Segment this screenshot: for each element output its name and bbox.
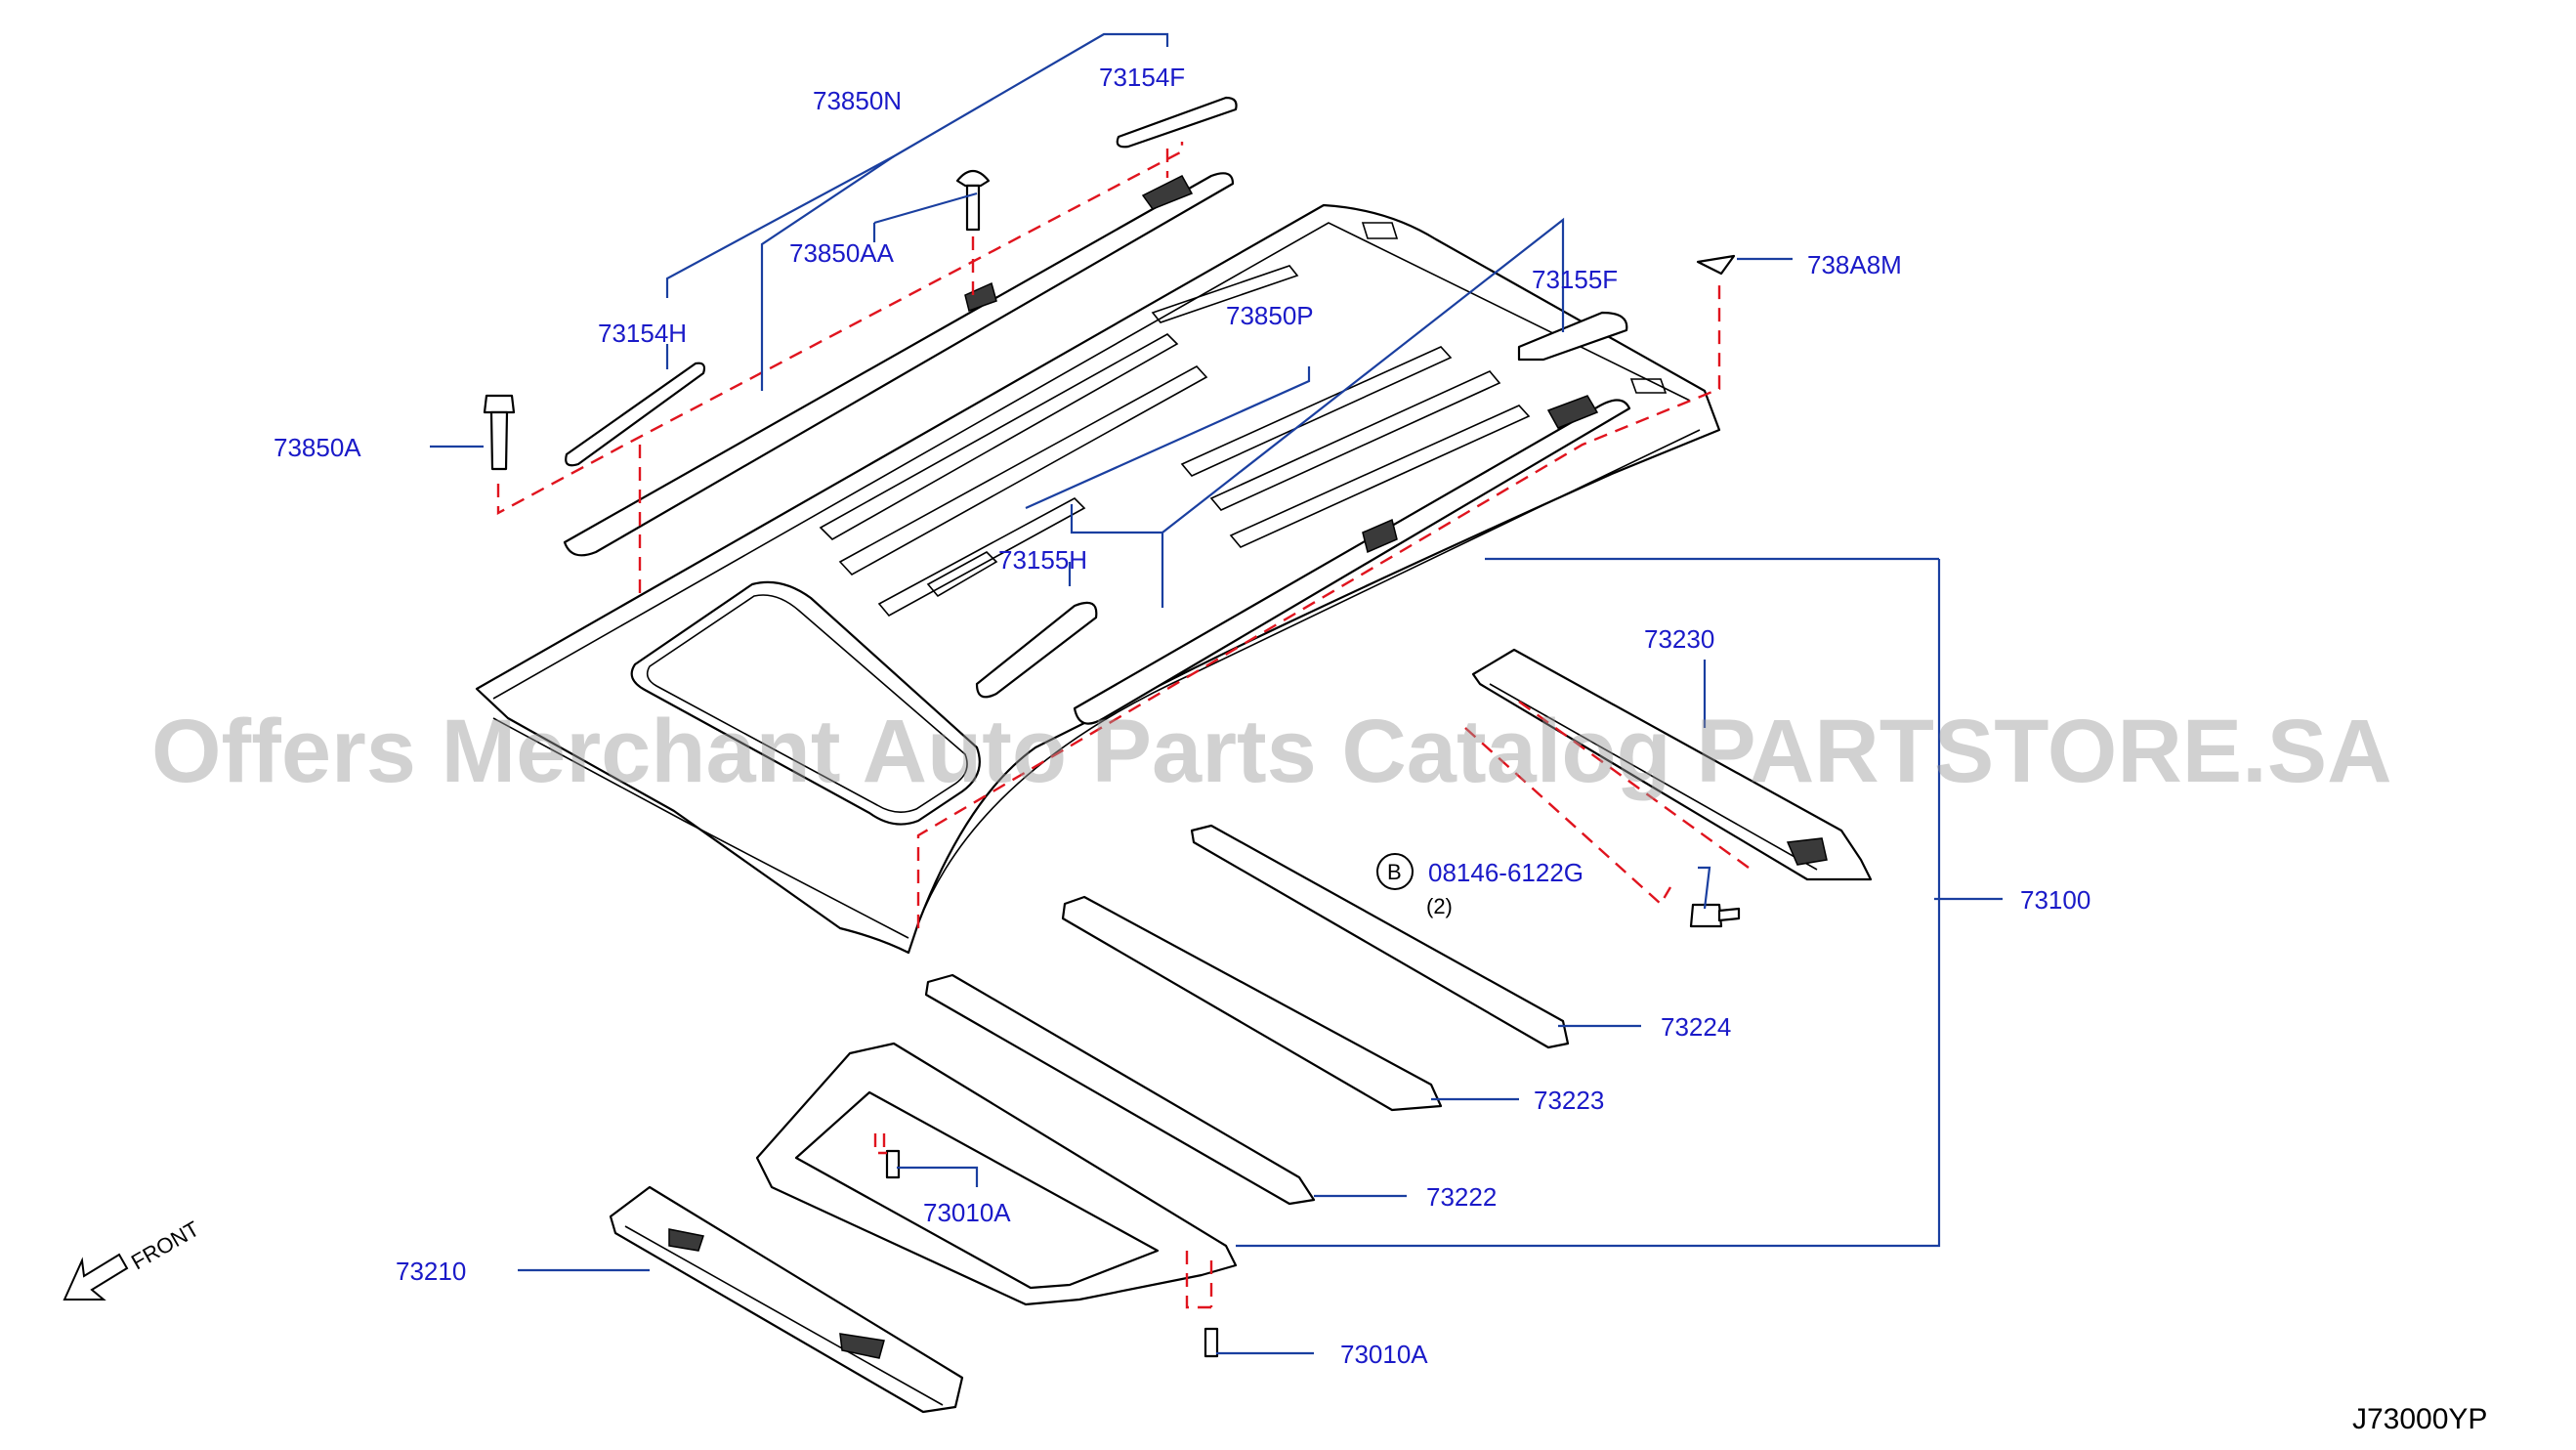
roof-bow-73222[interactable] xyxy=(924,973,1316,1206)
finisher-73154H[interactable] xyxy=(565,362,706,467)
roof-bow-73224[interactable] xyxy=(1190,824,1570,1049)
dashed-attachment-lines xyxy=(496,142,1750,1309)
finisher-73155H[interactable] xyxy=(975,601,1098,699)
bolt-73010A-lower[interactable] xyxy=(1204,1327,1219,1358)
rear-header-73230[interactable] xyxy=(1471,648,1873,881)
label-73230: 73230 xyxy=(1644,624,1714,654)
label-73222: 73222 xyxy=(1426,1182,1497,1212)
sunroof-frame[interactable] xyxy=(755,1042,1238,1306)
roof-bow-73223[interactable] xyxy=(1061,895,1443,1112)
label-73210: 73210 xyxy=(396,1257,466,1286)
sunroof-opening xyxy=(630,580,981,826)
watermark: Offers Merchant Auto Parts Catalog PARTS… xyxy=(151,702,2392,801)
clip-73850AA[interactable] xyxy=(955,169,991,232)
diagram-code: J73000YP xyxy=(2352,1403,2487,1435)
label-73224: 73224 xyxy=(1661,1012,1731,1042)
label-73850N: 73850N xyxy=(813,86,902,115)
label-08146-6122G: 08146-6122G xyxy=(1428,858,1584,887)
roof-rail-left[interactable] xyxy=(563,172,1235,557)
label-73850AA: 73850AA xyxy=(789,238,895,268)
label-73850P: 73850P xyxy=(1226,301,1314,330)
finisher-73154F[interactable] xyxy=(1116,96,1238,149)
bolt-quantity: (2) xyxy=(1426,894,1453,918)
label-73100: 73100 xyxy=(2020,885,2090,915)
label-73155F: 73155F xyxy=(1532,265,1618,294)
front-label: FRONT xyxy=(127,1216,203,1275)
clip-738A8M[interactable] xyxy=(1696,254,1736,276)
bolt-marker-letter: B xyxy=(1387,860,1402,884)
label-73850A: 73850A xyxy=(274,433,361,462)
roof-rail-right[interactable] xyxy=(1073,395,1631,725)
roof-panel[interactable] xyxy=(475,203,1721,955)
bolt-73850A[interactable] xyxy=(483,394,516,471)
label-73010A-upper: 73010A xyxy=(923,1198,1011,1227)
label-73155H: 73155H xyxy=(998,545,1087,575)
leader-lines xyxy=(430,32,2003,1355)
front-header-73210[interactable] xyxy=(609,1185,964,1414)
finisher-73155F[interactable] xyxy=(1517,311,1628,362)
label-73010A-lower: 73010A xyxy=(1340,1340,1428,1369)
label-73154F: 73154F xyxy=(1099,63,1185,92)
label-738A8M: 738A8M xyxy=(1807,250,1902,279)
bolt-08146[interactable] xyxy=(1689,903,1741,928)
label-73154H: 73154H xyxy=(598,319,687,348)
bolt-marker-circle xyxy=(1376,853,1414,890)
label-73223: 73223 xyxy=(1534,1086,1604,1115)
bolt-73010A-upper[interactable] xyxy=(885,1149,901,1179)
front-direction-arrow: FRONT xyxy=(63,1216,203,1301)
